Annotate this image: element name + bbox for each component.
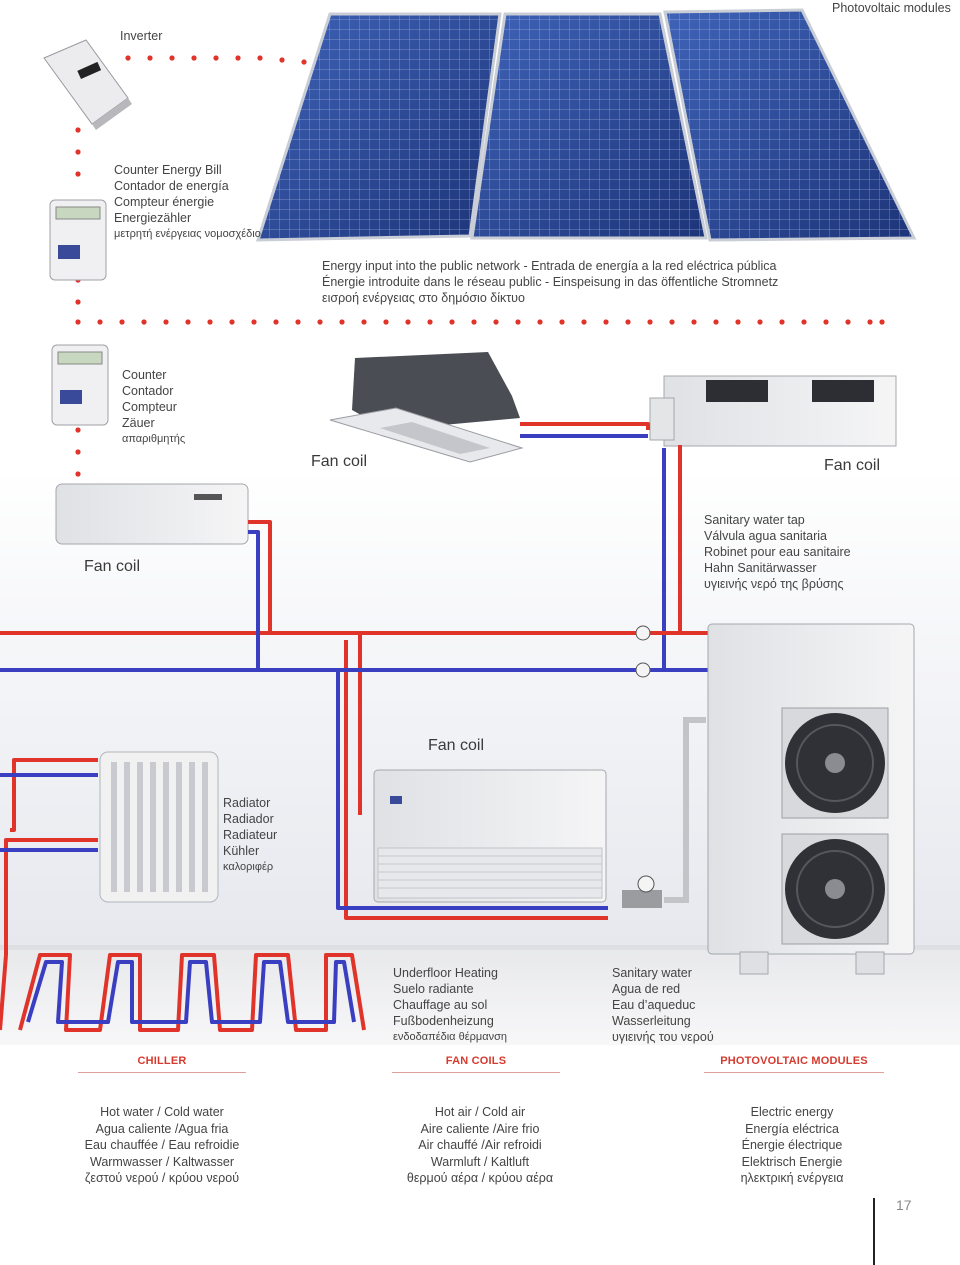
legend-photovoltaic: PHOTOVOLTAIC MODULES — [704, 1055, 884, 1073]
legend-fan-coils-title: FAN COILS — [445, 1055, 507, 1067]
legend-fan-coils: FAN COILS — [392, 1055, 560, 1073]
energy-input-label: Energy input into the public network - E… — [322, 258, 778, 306]
underfloor-line: Fußbodenheizung — [393, 1014, 494, 1028]
inverter-icon — [43, 39, 132, 130]
legend-photovoltaic-title: PHOTOVOLTAIC MODULES — [720, 1055, 868, 1067]
legend-chiller: CHILLER — [78, 1055, 246, 1073]
legend-chiller-text: Hot water / Cold water Agua caliente /Ag… — [62, 1104, 262, 1187]
radiator-label: Radiator Radiador Radiateur Kühler καλορ… — [223, 795, 277, 875]
counter-energy-bill-line: Energiezähler — [114, 211, 192, 225]
underfloor-line: Underfloor Heating — [393, 966, 498, 980]
counter-line: Counter — [122, 368, 167, 382]
legend-photovoltaic-rule — [704, 1072, 884, 1073]
radiator-icon — [99, 751, 219, 903]
sanitary-tap-line: Sanitary water tap — [704, 513, 805, 527]
page-number: 17 — [896, 1197, 912, 1213]
legend-line: Eau chauffée / Eau refroidie — [84, 1138, 240, 1152]
sanitary-water-line: Eau d’aqueduc — [612, 998, 696, 1012]
counter-line: Contador — [122, 384, 174, 398]
legend-chiller-rule — [78, 1072, 246, 1073]
photovoltaic-modules-label: Photovoltaic modules — [832, 1, 951, 15]
legend-chiller-title: CHILLER — [137, 1055, 187, 1067]
wall-fan-coil-icon — [55, 483, 249, 545]
energy-input-line: εισροή ενέργειας στο δημόσιο δίκτυο — [322, 291, 525, 305]
sanitary-water-line: υγιεινής του νερού — [612, 1030, 714, 1044]
sanitary-water-line: Wasserleitung — [612, 1014, 691, 1028]
sanitary-tap-line: υγιεινής νερό της βρύσης — [704, 577, 844, 591]
counter-line: Compteur — [122, 400, 177, 414]
fan-coil-ducted-label: Fan coil — [824, 457, 881, 474]
underfloor-heating-icon — [0, 953, 366, 1032]
energy-input-line: Énergie introduite dans le réseau public… — [322, 275, 779, 289]
cassette-fan-coil-icon — [329, 352, 524, 463]
counter-energy-bill-line: Counter Energy Bill — [114, 163, 222, 177]
underfloor-line: Suelo radiante — [393, 982, 474, 996]
inverter-label: Inverter — [120, 29, 163, 43]
radiator-line: Kühler — [223, 844, 260, 858]
legend-line: Air chauffé /Air refroidi — [418, 1138, 542, 1152]
sanitary-water-label: Sanitary water Agua de red Eau d’aqueduc… — [612, 965, 714, 1045]
legend-line: Energía eléctrica — [745, 1121, 839, 1136]
sanitary-tap-line: Válvula agua sanitaria — [704, 529, 827, 543]
sanitary-tap-label: Sanitary water tap Válvula agua sanitari… — [704, 512, 851, 592]
legend-line: θερμού αέρα / κρύου αέρα — [406, 1171, 554, 1185]
legend-line: Aire caliente /Aire frio — [420, 1121, 540, 1136]
floor-fan-coil-icon — [373, 769, 607, 903]
solar-panel-icon — [255, 8, 917, 242]
legend-fan-coils-rule — [392, 1072, 560, 1073]
counter-line: Zäuer — [122, 416, 155, 430]
counter-label: Counter Contador Compteur Zäuer απαριθμη… — [122, 367, 185, 447]
sanitary-water-line: Sanitary water — [612, 966, 692, 980]
sanitary-tap-line: Robinet pour eau sanitaire — [704, 545, 851, 559]
underfloor-line: ενδοδαπέδια θέρμανση — [393, 1031, 507, 1043]
legend-fan-coils-text: Hot air / Cold air Aire caliente /Aire f… — [380, 1104, 580, 1187]
radiator-line: καλοριφέρ — [223, 861, 274, 873]
valve-icon — [622, 625, 662, 908]
legend-line: Warmluft / Kaltluft — [430, 1154, 530, 1169]
counter-energy-bill-line: Compteur énergie — [114, 195, 215, 209]
sanitary-tap-line: Hahn Sanitärwasser — [704, 561, 817, 575]
legend-line: Énergie électrique — [741, 1138, 843, 1152]
hot-pipes — [0, 422, 682, 955]
legend-line: Warmwasser / Kaltwasser — [89, 1154, 234, 1169]
counter-line: απαριθμητής — [122, 433, 186, 445]
fan-coil-floor-label: Fan coil — [428, 737, 485, 754]
fan-coil-wall-label: Fan coil — [84, 558, 141, 575]
fan-coil-cassette-label: Fan coil — [311, 453, 368, 470]
legend-line: Agua caliente /Agua fria — [95, 1121, 229, 1136]
legend-line: Elektrisch Energie — [741, 1154, 843, 1169]
legend-photovoltaic-text: Electric energy Energía eléctrica Énergi… — [692, 1104, 892, 1187]
underfloor-label: Underfloor Heating Suelo radiante Chauff… — [393, 965, 507, 1045]
sanitary-water-line: Agua de red — [612, 982, 681, 996]
legend-line: ζεστού νερού / κρύου νερού — [84, 1171, 240, 1185]
underfloor-line: Chauffage au sol — [393, 998, 488, 1012]
energy-input-line: Energy input into the public network - E… — [322, 259, 777, 273]
legend-line: Hot air / Cold air — [434, 1105, 526, 1119]
energy-meter-icon — [49, 199, 109, 426]
chiller-unit-icon — [707, 623, 915, 975]
ducted-fan-coil-icon — [649, 375, 897, 447]
radiator-line: Radiator — [223, 796, 271, 810]
radiator-line: Radiador — [223, 812, 274, 826]
legend-line: Electric energy — [750, 1105, 834, 1119]
radiator-line: Radiateur — [223, 828, 278, 842]
counter-energy-bill-line: μετρητή ενέργειας νομοσχέδιο — [114, 228, 261, 240]
counter-energy-bill-label: Counter Energy Bill Contador de energía … — [114, 162, 261, 242]
legend-line: Hot water / Cold water — [100, 1105, 224, 1119]
legend-line: ηλεκτρική ενέργεια — [740, 1171, 844, 1185]
counter-energy-bill-line: Contador de energía — [114, 179, 229, 193]
